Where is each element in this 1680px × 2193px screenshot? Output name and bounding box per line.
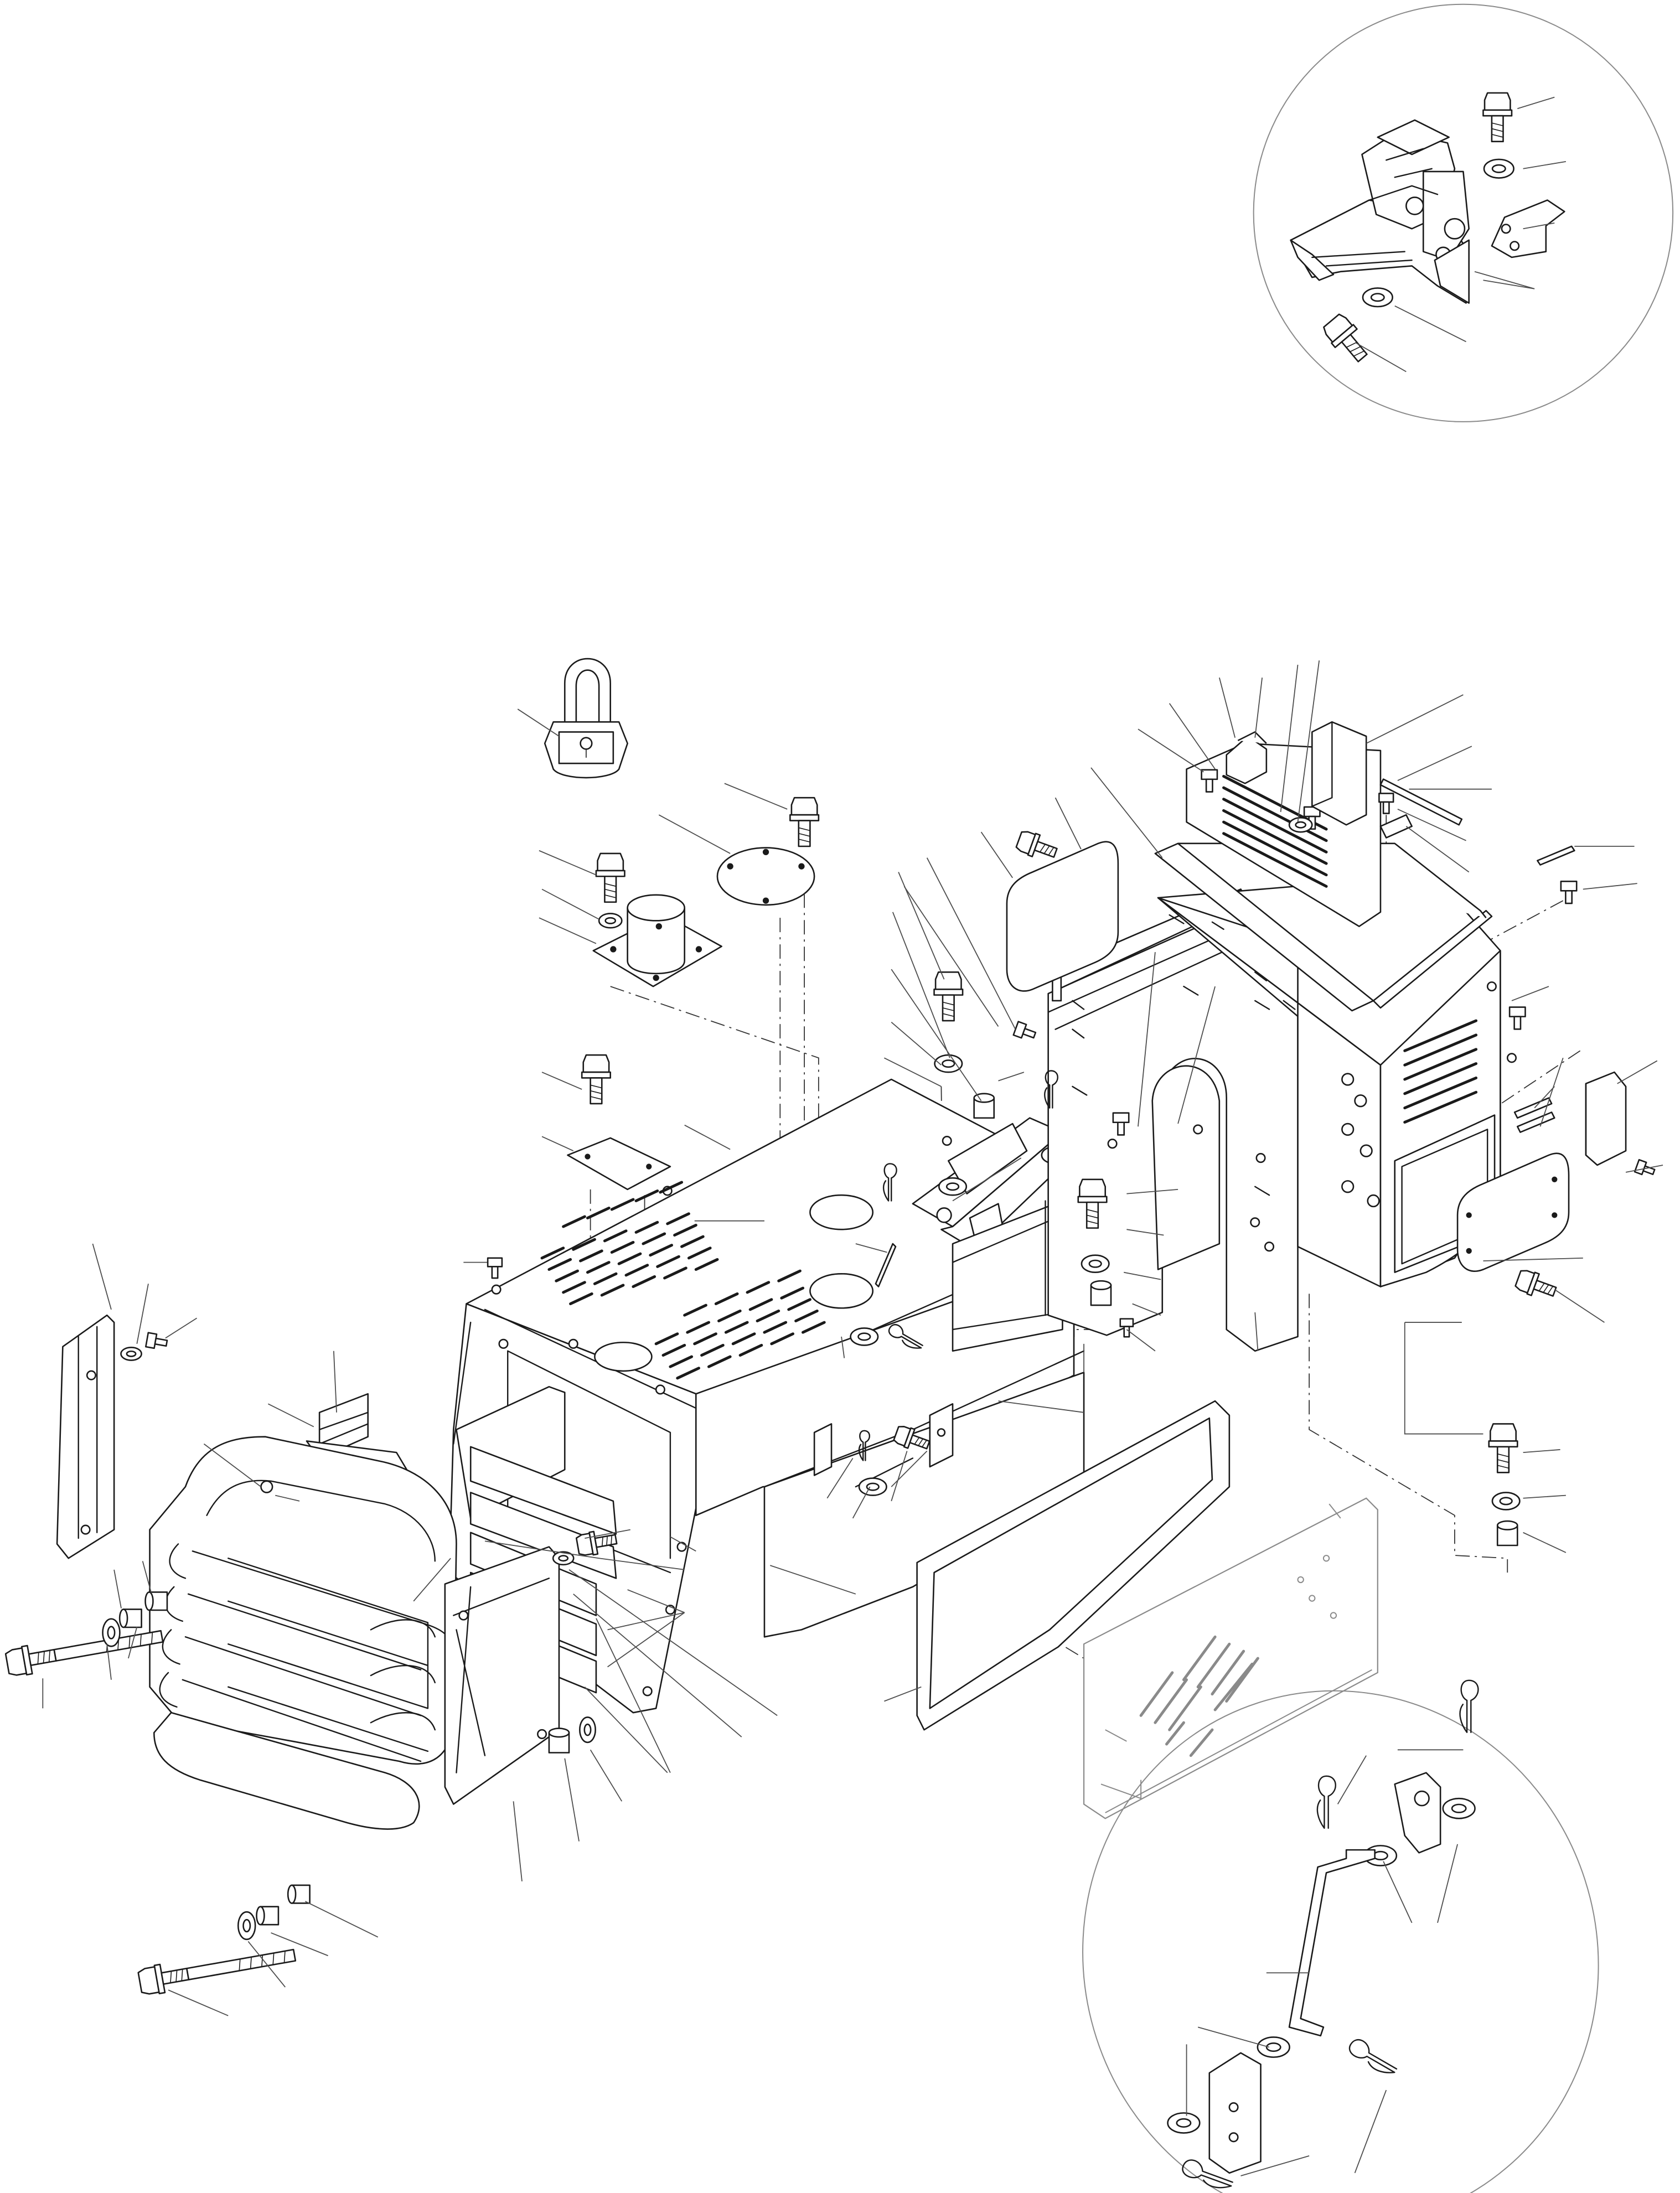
- latch-lock-washer-lower: [1363, 288, 1393, 307]
- latch-detail-view: [1254, 4, 1673, 422]
- grille-washer-upper: [103, 1619, 120, 1647]
- door-pin-detail-circle: [1014, 1623, 1667, 2193]
- bulkhead-side-spacer: [1091, 1281, 1111, 1305]
- hinged-lid: [913, 1118, 1063, 1351]
- enclosure-cap-screw-2: [1510, 1007, 1525, 1030]
- grille-spacer-upper: [120, 1609, 141, 1627]
- side-door-gasket: [917, 1401, 1229, 1730]
- grille-side-panel: [445, 1387, 616, 1804]
- latch-keeper-plate: [1492, 200, 1564, 257]
- seal-clip: [1381, 815, 1412, 837]
- latch-bolt-lower: [1321, 312, 1374, 367]
- detail-cotter-pin-left: [1317, 1776, 1336, 1828]
- seal-strip: [1381, 779, 1462, 825]
- detail-washer-bottom: [1168, 2113, 1200, 2133]
- enclosure-cap-screw: [1561, 881, 1576, 903]
- latch-washer: [1289, 818, 1312, 832]
- hinge-bolt: [934, 972, 963, 1021]
- door-pin-detail-view: [1014, 1623, 1667, 2193]
- latch-detail-circle: [1254, 4, 1673, 422]
- bracket-pin-2: [1517, 1112, 1554, 1132]
- inspection-cover-bolt: [1514, 1268, 1558, 1302]
- detail-washer-lower: [1258, 2037, 1290, 2057]
- left-panel-washer: [121, 1347, 141, 1360]
- access-cover: [567, 1138, 670, 1189]
- padlock: [545, 659, 627, 778]
- latch-lock-washer-upper: [1484, 159, 1514, 178]
- grille-long-bolt-lower: [137, 1941, 297, 1997]
- radiator-grille: [150, 1437, 457, 1829]
- enclosure-mount-washer: [1492, 1492, 1519, 1509]
- enclosure-side-cover: [1007, 842, 1118, 991]
- hinge-washer: [935, 1055, 962, 1072]
- left-side-panel: [57, 1315, 114, 1558]
- access-cover-bolt: [582, 1055, 611, 1104]
- hood-mount-bolt: [488, 1258, 502, 1278]
- seal-strip-small: [1537, 846, 1574, 865]
- grille-bushing-lower: [288, 1885, 309, 1904]
- hood-vent-slots: [542, 1182, 824, 1378]
- small-mount-bolt: [1014, 1022, 1037, 1042]
- detail-cotter-pin-top: [1460, 1680, 1479, 1732]
- enclosure-mount-spacer: [1497, 1521, 1517, 1545]
- rod-washer: [851, 1328, 878, 1345]
- detail-washer-top: [1443, 1798, 1475, 1818]
- enclosure-left-bolt: [1015, 829, 1059, 863]
- left-panel-screw: [146, 1333, 168, 1351]
- latch-mechanism: [1291, 120, 1469, 303]
- side-bracket: [1586, 1072, 1626, 1165]
- hood-latch: [1227, 732, 1267, 783]
- grille-panel-spacer: [549, 1729, 569, 1753]
- side-door: [1084, 1498, 1378, 1819]
- grille-long-bolt-upper: [5, 1622, 164, 1678]
- grille-spacer-lower: [256, 1907, 278, 1925]
- enclosure-side-rail: [1373, 911, 1492, 1008]
- latch-bracket: [1312, 722, 1366, 825]
- filler-neck-washer: [599, 913, 622, 928]
- door-hinge-bracket-2: [814, 1424, 831, 1475]
- filler-neck-bolt: [596, 854, 625, 902]
- door-stay-rod: [1289, 1850, 1375, 2036]
- latch-striker: [1435, 240, 1469, 303]
- cover-plate-screw: [790, 798, 819, 846]
- hinge-spacer: [974, 1094, 994, 1118]
- latch-bolt-upper: [1483, 93, 1512, 142]
- side-inspection-cover: [1457, 1154, 1569, 1271]
- detail-cotter-pin-right: [1346, 2036, 1400, 2078]
- enclosure-mount-bolt: [1489, 1424, 1518, 1472]
- bracket-pin: [1514, 1098, 1552, 1118]
- top-cover-plate: [717, 848, 814, 905]
- inner-bulkhead: [1048, 889, 1298, 1351]
- bulkhead-side-washer: [1082, 1255, 1109, 1273]
- grille-bushing-upper: [146, 1592, 167, 1610]
- door-washer: [859, 1478, 886, 1496]
- filler-neck: [593, 895, 722, 986]
- door-stay-rod-short: [876, 1244, 896, 1286]
- grille-washer-lower: [238, 1912, 255, 1939]
- grille-panel-lower-washer: [580, 1717, 595, 1742]
- detail-lower-bracket: [1209, 2053, 1261, 2173]
- detail-hinge-bracket: [1395, 1773, 1440, 1853]
- lid-hinge-washer-2: [939, 1178, 966, 1195]
